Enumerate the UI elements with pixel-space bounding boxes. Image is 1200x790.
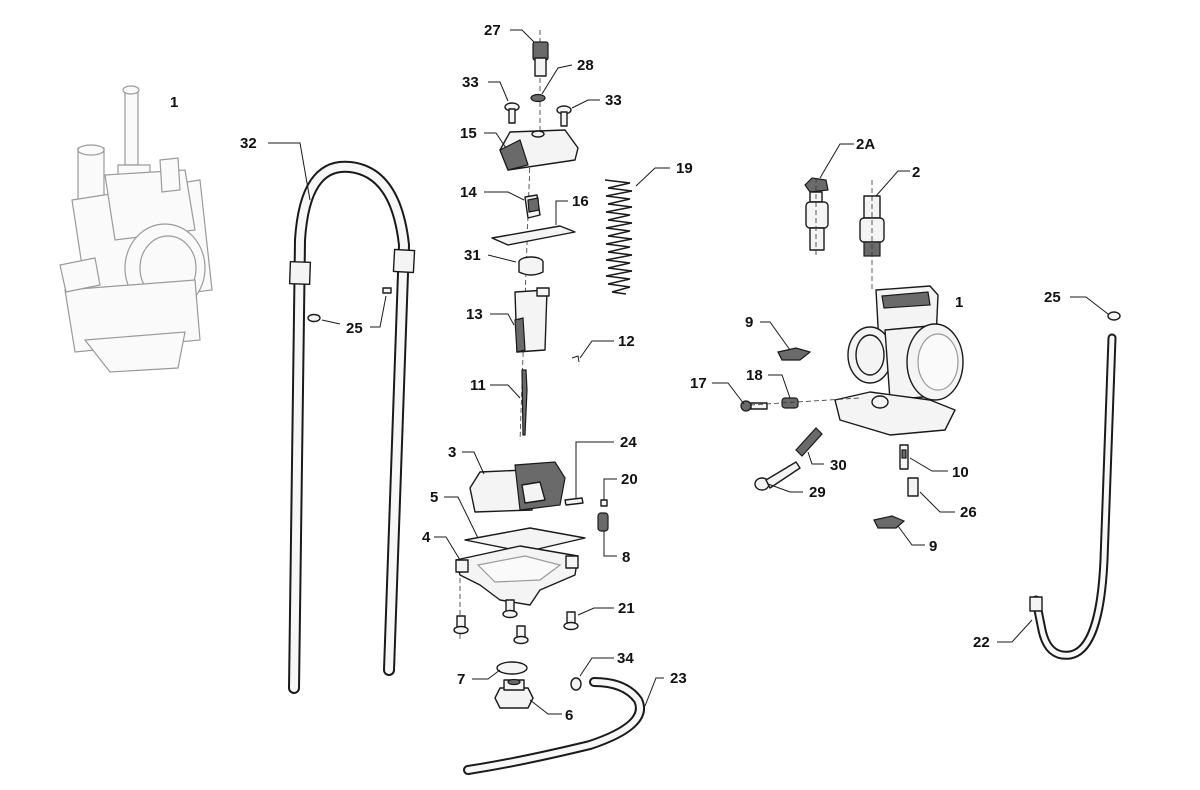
label-33-right: 33 <box>605 92 622 109</box>
part-21-screw-2 <box>502 599 518 619</box>
label-7: 7 <box>457 671 465 688</box>
label-33-left: 33 <box>462 74 479 91</box>
label-26: 26 <box>960 504 977 521</box>
part-21-screw-1 <box>453 615 469 635</box>
part-29-screw <box>754 461 801 491</box>
label-11: 11 <box>470 377 486 394</box>
vent-hose-32 <box>288 160 416 694</box>
part-14-needle-clip-holder <box>524 194 541 219</box>
label-10: 10 <box>952 464 969 481</box>
part-20-spring <box>600 499 608 507</box>
label-18: 18 <box>746 367 763 384</box>
label-29: 29 <box>809 484 826 501</box>
label-9-upper: 9 <box>745 314 753 331</box>
label-31: 31 <box>464 247 481 264</box>
hose-22 <box>1029 333 1117 660</box>
label-1-body: 1 <box>955 294 963 311</box>
part-7-o-ring <box>496 661 528 675</box>
clip-25-left <box>382 287 392 294</box>
part-16-gasket <box>491 225 576 246</box>
label-32: 32 <box>240 135 257 152</box>
label-1-assembled: 1 <box>170 94 178 111</box>
label-34: 34 <box>617 650 634 667</box>
label-5: 5 <box>430 489 438 506</box>
part-17-screw <box>740 400 768 412</box>
part-1-carburetor-body <box>834 285 964 436</box>
hose-23 <box>463 677 645 775</box>
label-28: 28 <box>577 57 594 74</box>
label-14: 14 <box>460 184 477 201</box>
part-30-spring <box>795 427 823 457</box>
label-9-lower: 9 <box>929 538 937 555</box>
part-4-float-bowl <box>455 545 579 606</box>
label-3: 3 <box>448 444 456 461</box>
label-12: 12 <box>618 333 635 350</box>
part-34-washer <box>570 677 582 691</box>
label-27: 27 <box>484 22 501 39</box>
label-30: 30 <box>830 457 847 474</box>
label-16: 16 <box>572 193 589 210</box>
part-8-needle-valve <box>597 512 609 532</box>
part-33-screw-left <box>504 102 520 124</box>
part-26-jet <box>907 477 919 497</box>
part-31-seal <box>518 256 544 276</box>
part-21-screw-3 <box>513 625 529 645</box>
label-13: 13 <box>466 306 483 323</box>
label-23: 23 <box>670 670 687 687</box>
label-22: 22 <box>973 634 990 651</box>
part-15-cap <box>499 129 579 171</box>
part-9-gasket-lower <box>873 515 906 529</box>
assembled-carburetor <box>59 85 213 373</box>
part-3-float <box>469 461 566 513</box>
label-8: 8 <box>622 549 630 566</box>
part-2a-adjuster <box>804 177 829 251</box>
part-10-jet <box>899 444 909 470</box>
washer-25-right <box>1107 311 1121 321</box>
part-5-bowl-gasket <box>464 527 586 553</box>
label-6: 6 <box>565 707 573 724</box>
label-17: 17 <box>690 375 707 392</box>
label-25-left: 25 <box>346 320 363 337</box>
label-4: 4 <box>422 529 431 546</box>
label-21: 21 <box>618 600 635 617</box>
part-13-throttle-slide <box>514 287 550 353</box>
part-21-screw-4 <box>563 611 579 631</box>
part-9-gasket-upper <box>777 347 812 361</box>
leader-lines <box>268 29 1109 715</box>
part-12-clip <box>571 355 580 363</box>
part-6-drain-plug <box>494 678 534 709</box>
label-19: 19 <box>676 160 693 177</box>
washer-25-left <box>307 313 321 323</box>
label-25-right: 25 <box>1044 289 1061 306</box>
part-19-spring <box>604 179 633 295</box>
part-28-washer <box>530 93 546 103</box>
part-11-needle <box>521 369 528 436</box>
label-2a: 2A <box>856 136 875 153</box>
part-24-float-pin <box>564 497 584 506</box>
label-15: 15 <box>460 125 477 142</box>
label-2: 2 <box>912 164 920 181</box>
label-24: 24 <box>620 434 637 451</box>
part-27-screw <box>532 41 549 77</box>
label-20: 20 <box>621 471 638 488</box>
part-33-screw-right <box>556 105 572 127</box>
callout-labels: 1 1 2 2A 3 4 5 6 7 8 9 9 10 11 12 13 14 … <box>170 22 1061 724</box>
